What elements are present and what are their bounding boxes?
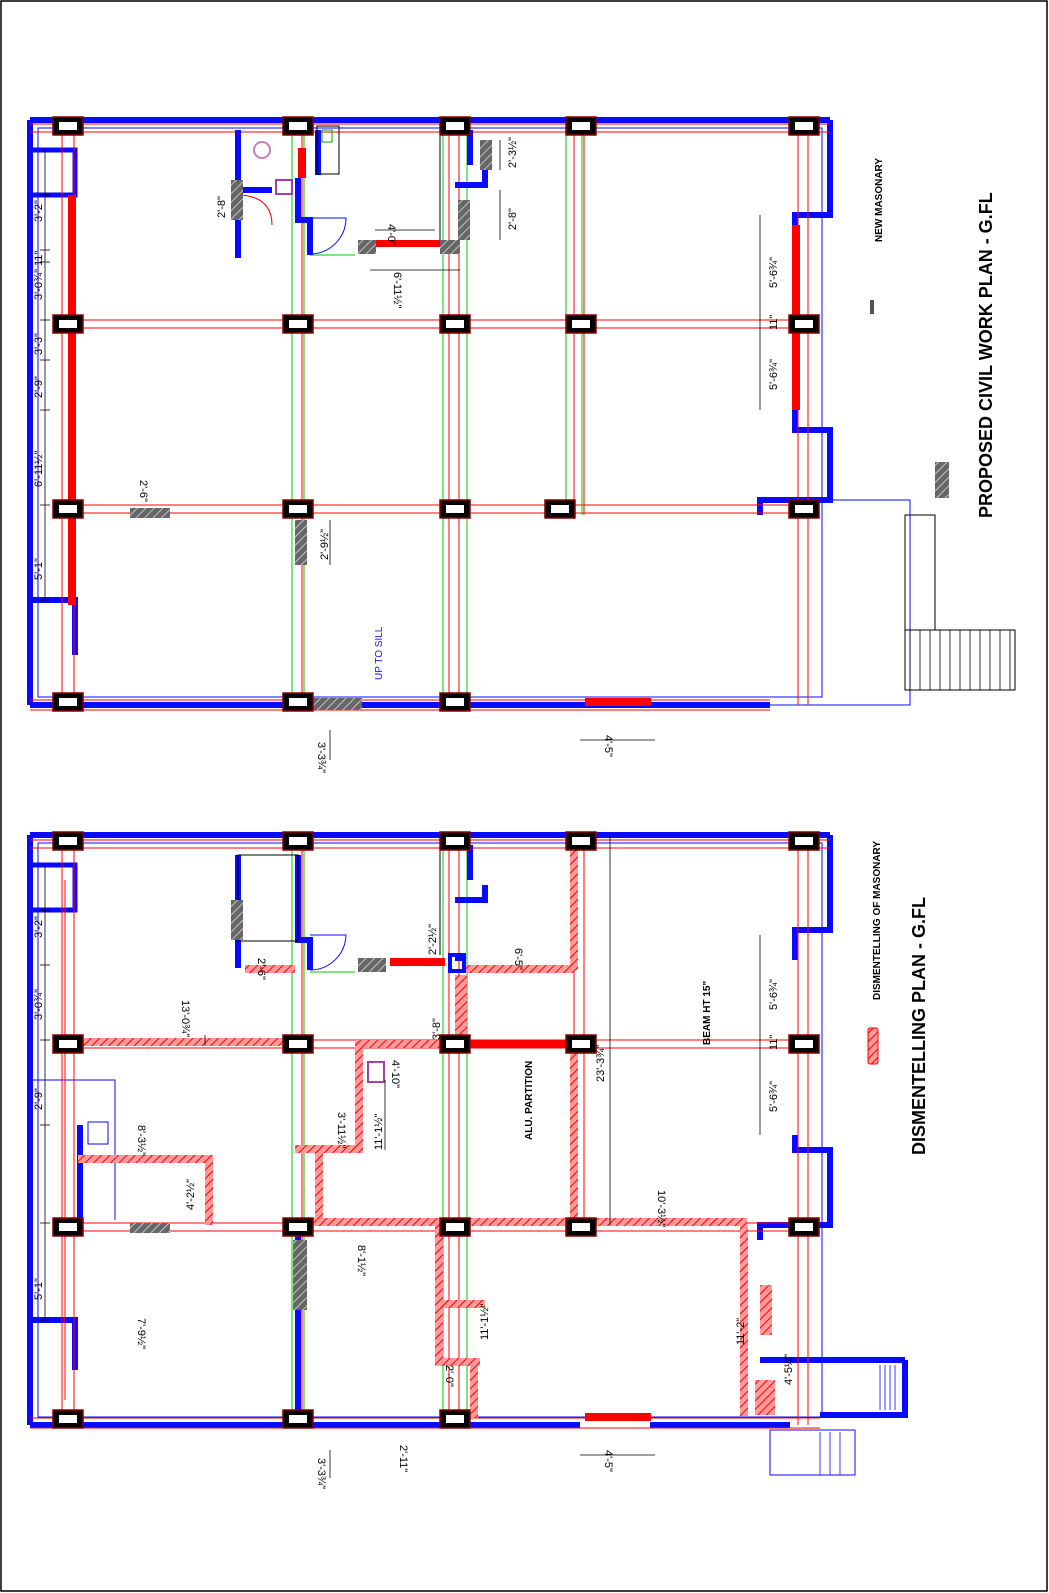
dim-e15: 2'-0" <box>443 1365 455 1387</box>
dim-e26: 3'-3¾" <box>315 1458 327 1489</box>
dismantling-toilet-fixtures <box>237 845 441 971</box>
dim-11: 11" <box>33 251 45 266</box>
proposed-column-cores <box>59 122 813 706</box>
new-masonary-swatch <box>935 462 949 498</box>
dim-e18: 6'-5" <box>512 948 524 970</box>
dim-e9: 2'-6" <box>255 958 267 980</box>
dim-e28: 4'-5" <box>602 1450 614 1472</box>
washbasin-icon <box>275 179 293 195</box>
dim-2-9-half: 2'-9½" <box>319 529 331 560</box>
dim-e5: 13'-0¾" <box>179 1000 191 1037</box>
dim-e21: 5'-6¾" <box>768 979 780 1010</box>
proposed-toilet-fixtures <box>241 125 441 255</box>
proposed-dim-lines <box>40 140 761 760</box>
dim-e6: 8'-3½" <box>135 1125 147 1156</box>
dim-2-8-left: 2'-8" <box>216 196 228 218</box>
proposed-toilet-walls <box>235 130 488 258</box>
proposed-outer-walls <box>27 117 833 708</box>
dim-e24: 11'-2" <box>735 1318 747 1345</box>
dismantling-outer-walls <box>27 832 908 1428</box>
dim-e2: 3'-0¾" <box>33 989 45 1020</box>
proposed-beam-lines <box>30 120 830 711</box>
dim-2-9: 2'-9" <box>33 376 45 398</box>
dim-e23: 5'-6¾" <box>768 1081 780 1112</box>
dim-3-2: 3'-2" <box>33 200 45 222</box>
new-masonary-label: NEW MASONARY <box>874 158 885 242</box>
dim-e13: 8'-1½" <box>355 1245 367 1276</box>
dim-e19: 23'-3¾" <box>595 1045 607 1082</box>
dim-e8: 7'-9½" <box>135 1318 147 1349</box>
proposed-inner-outline <box>37 127 911 706</box>
proposed-staircase <box>904 514 1016 691</box>
dismantling-ramp-lines <box>819 1365 896 1475</box>
dim-6-11-half: 6'-11½" <box>391 272 403 308</box>
dim-3-0: 3'-0¾" <box>33 269 45 300</box>
dim-e17: 3'-8" <box>431 1018 443 1040</box>
dismantling-inner-outline <box>30 842 856 1476</box>
dim-3-3: 3'-3" <box>33 333 45 355</box>
dim-e16: 2'-2½" <box>427 924 439 955</box>
dim-3-3-bottom: 3'-3¾" <box>315 742 327 773</box>
dismantling-washbasin-icon <box>367 1061 385 1083</box>
dim-e27: 2'-11" <box>397 1445 409 1472</box>
alu-partition-label: ALU. PARTITION <box>524 1061 535 1140</box>
dismantling-solid-red <box>390 958 651 1421</box>
beam-label: BEAM HT 15" <box>702 981 713 1045</box>
dismantling-swatch <box>867 1027 879 1065</box>
dim-e12: 4'-10" <box>389 1060 401 1088</box>
dim-6-11: 6'-11½" <box>33 451 45 487</box>
dim-e7: 4'-2½" <box>185 1179 197 1210</box>
dim-2-8-right: 2'-8" <box>507 208 519 230</box>
dismantling-masonary-label: DISMENTELLING OF MASONARY <box>872 841 883 1000</box>
dim-e11: 11'-1½" <box>373 1114 385 1150</box>
dim-e3: 2'-9" <box>33 1088 45 1110</box>
new-masonary-arrow <box>870 300 874 314</box>
proposed-plan-title: PROPOSED CIVIL WORK PLAN - G.FL <box>976 192 996 518</box>
up-to-sill-label: UP TO SILL <box>374 626 385 680</box>
dismantling-column-cores <box>59 837 813 1423</box>
proposed-new-masonry <box>68 148 800 706</box>
wc-icon <box>253 141 271 159</box>
dismantling-plan-title: DISMENTELLING PLAN - G.FL <box>909 897 929 1155</box>
proposed-grid-lines <box>291 130 583 700</box>
dismantling-grey-openings <box>130 900 386 1310</box>
dismantling-red-walls <box>78 835 775 1418</box>
dim-e20: 10'-3½" <box>655 1190 667 1227</box>
dim-5-6-top: 5'-6¾" <box>768 257 780 288</box>
dim-5-6-bottom: 5'-6¾" <box>768 359 780 390</box>
proposed-plan: 3'-2" 3'-0¾" 11" 3'-3" 2'-9" 6'-11½" 5'-… <box>27 116 1016 773</box>
dim-e1: 3'-2" <box>33 916 45 938</box>
proposed-grey-openings <box>130 140 492 710</box>
dim-2-3: 2'-3½" <box>507 137 519 168</box>
dim-4-0: 4'-0" <box>385 224 397 246</box>
dim-11-right: 11" <box>768 315 780 330</box>
dismantling-beam-lines <box>30 835 830 1429</box>
proposed-columns <box>52 116 820 712</box>
dim-e4: 5'-1" <box>33 1278 45 1300</box>
dim-5-1: 5'-1" <box>33 558 45 580</box>
dismantling-plan: 3'-2" 3'-0¾" 2'-9" 5'-1" 13'-0¾" 8'-3½" … <box>27 831 929 1489</box>
dim-2-6: 2'-6" <box>137 480 149 502</box>
dim-e22: 11" <box>768 1035 780 1050</box>
dismantling-dim-lines <box>40 835 761 1478</box>
dim-e14: 11'-1½" <box>479 1304 491 1340</box>
dim-4-5: 4'-5" <box>602 735 614 757</box>
dim-e10: 3'-11½" <box>335 1112 347 1148</box>
dim-e25: 4'-5½" <box>783 1354 795 1385</box>
